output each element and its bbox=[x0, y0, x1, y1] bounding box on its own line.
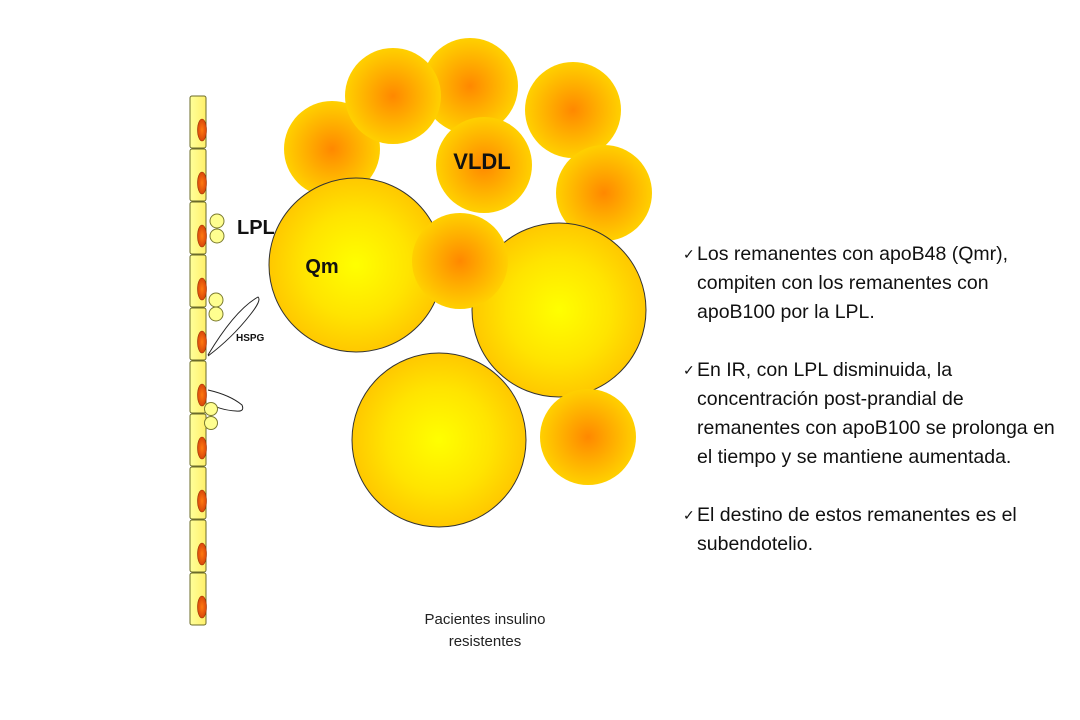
caption-line: resistentes bbox=[448, 633, 522, 650]
hspg-loop bbox=[207, 296, 260, 357]
lpl-molecules bbox=[204, 213, 225, 430]
bullet-item: ✓ Los remanentes con apoB48 (Qmr), compi… bbox=[683, 240, 1068, 327]
cell-nucleus bbox=[197, 118, 207, 142]
explanation-bullets: ✓ Los remanentes con apoB48 (Qmr), compi… bbox=[683, 240, 1068, 559]
cell-nucleus bbox=[197, 542, 207, 566]
chylomicron-particle bbox=[351, 352, 527, 528]
qm-label: Qm bbox=[305, 256, 338, 278]
vldl-remnant-particle bbox=[422, 38, 518, 134]
cell-nucleus bbox=[197, 489, 207, 513]
lpl-label: LPL bbox=[237, 217, 275, 239]
figure-caption: Pacientes insulino resistentes bbox=[390, 609, 580, 653]
caption-line: Pacientes insulino bbox=[424, 611, 546, 628]
vldl-label: VLDL bbox=[453, 149, 510, 174]
bullet-text: El destino de estos remanentes es el sub… bbox=[697, 504, 1017, 555]
vldl-remnant-particle bbox=[525, 62, 621, 158]
vldl-remnant-particle bbox=[345, 48, 441, 144]
checkmark-icon: ✓ bbox=[683, 507, 695, 523]
vldl-particles bbox=[284, 38, 652, 241]
bullet-item: ✓ En IR, con LPL disminuida, la concentr… bbox=[683, 356, 1068, 472]
hspg-loop bbox=[207, 389, 244, 412]
chylomicron-particle bbox=[471, 222, 647, 398]
checkmark-icon: ✓ bbox=[683, 246, 695, 262]
vldl-remnant-particle bbox=[436, 117, 532, 213]
cell-nucleus bbox=[197, 171, 207, 195]
cell-nucleus bbox=[197, 224, 207, 248]
cell-nucleus bbox=[197, 383, 207, 407]
bullet-text: En IR, con LPL disminuida, la concentrac… bbox=[697, 359, 1055, 468]
bullet-text: Los remanentes con apoB48 (Qmr), compite… bbox=[697, 243, 1009, 323]
cell-nucleus bbox=[197, 277, 207, 301]
vldl-remnant-particle bbox=[540, 389, 636, 485]
checkmark-icon: ✓ bbox=[683, 362, 695, 378]
cell-nucleus bbox=[197, 595, 207, 619]
vldl-remnant-particle bbox=[412, 213, 508, 309]
vldl-remnant-particle bbox=[556, 145, 652, 241]
bullet-item: ✓ El destino de estos remanentes es el s… bbox=[683, 501, 1068, 559]
endothelial-wall bbox=[189, 95, 207, 626]
hspg-label: HSPG bbox=[236, 333, 265, 344]
cell-nucleus bbox=[197, 330, 207, 354]
cell-nucleus bbox=[197, 436, 207, 460]
